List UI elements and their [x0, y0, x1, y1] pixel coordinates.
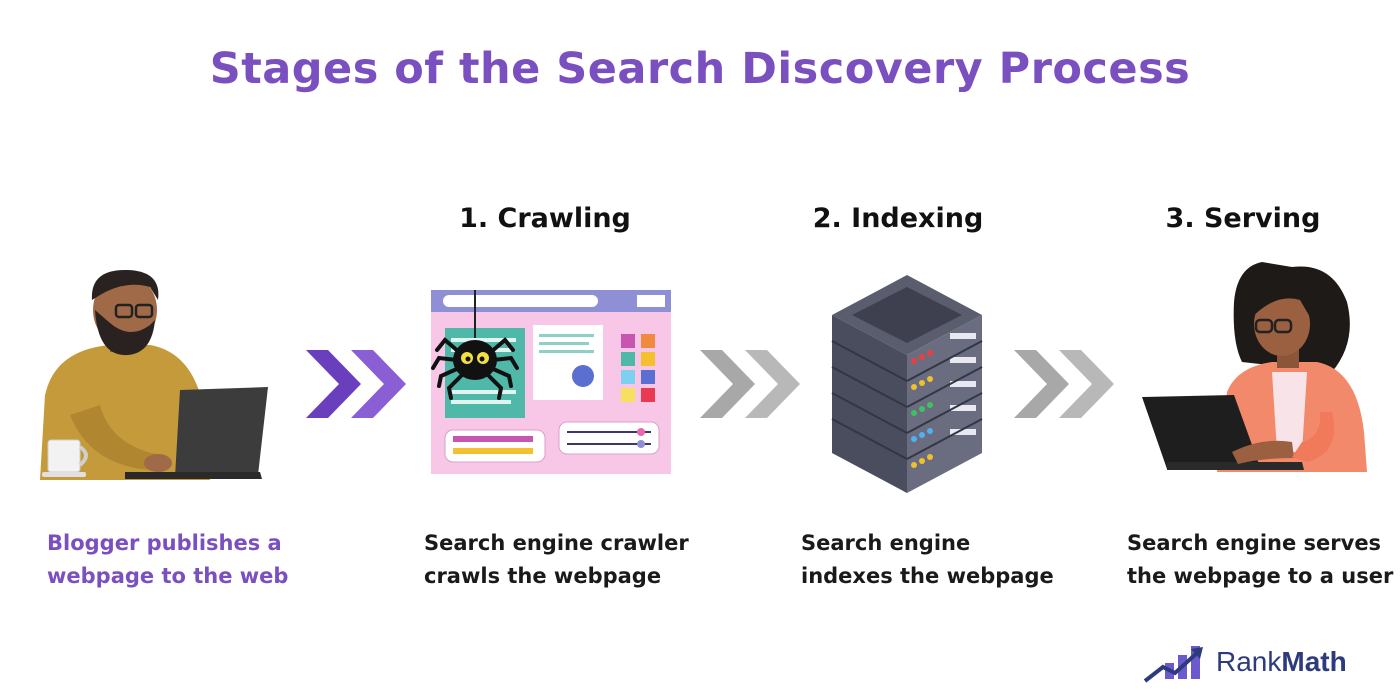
caption-line: webpage to the web [47, 564, 289, 588]
caption-line: indexes the webpage [801, 564, 1054, 588]
caption-serving: Search engine serves the webpage to a us… [1127, 527, 1397, 593]
server-stack-illustration [831, 275, 983, 493]
spider-webpage-illustration [431, 290, 671, 474]
page-title: Stages of the Search Discovery Process [209, 44, 1191, 94]
rankmath-logo-text: RankMath [1216, 646, 1347, 678]
caption-line: crawls the webpage [424, 564, 662, 588]
stage-title-indexing: 2. Indexing [812, 203, 984, 234]
caption-line: Search engine [801, 531, 971, 555]
caption-blogger: Blogger publishes a webpage to the web [47, 527, 347, 593]
logo-word-rank: Rank [1216, 646, 1282, 677]
stage-title-crawling: 1. Crawling [459, 203, 631, 234]
user-with-laptop-illustration [1142, 262, 1367, 472]
caption-indexing: Search engine indexes the webpage [801, 527, 1101, 593]
rankmath-logo-icon [1143, 646, 1203, 683]
blogger-illustration [40, 270, 268, 480]
chevron-arrow-icon [700, 350, 800, 418]
caption-line: Search engine serves [1127, 531, 1382, 555]
caption-line: Search engine crawler [424, 531, 689, 555]
caption-crawling: Search engine crawler crawls the webpage [424, 527, 724, 593]
chevron-arrow-icon [1014, 350, 1114, 418]
logo-word-math: Math [1281, 646, 1347, 677]
stage-title-serving: 3. Serving [1165, 203, 1321, 234]
chevron-arrow-icon [306, 350, 406, 418]
caption-line: the webpage to a user [1127, 564, 1394, 588]
caption-line: Blogger publishes a [47, 531, 282, 555]
